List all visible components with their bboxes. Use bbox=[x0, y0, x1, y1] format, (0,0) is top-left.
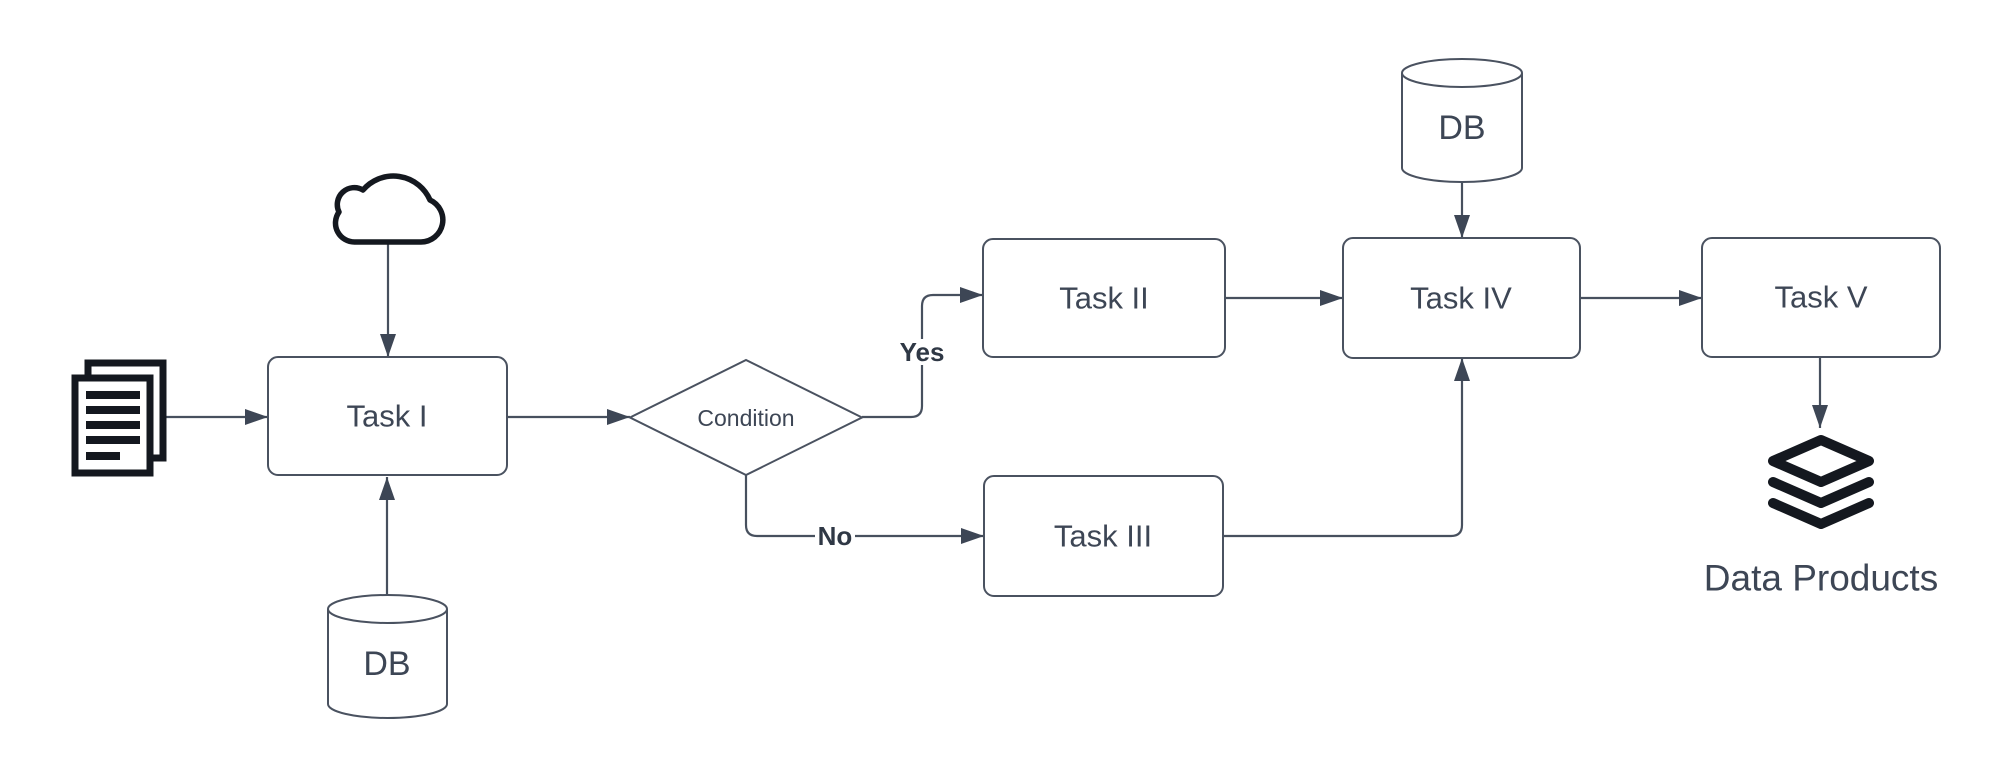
edge-label-yes: Yes bbox=[899, 337, 945, 367]
node-task-iv-box bbox=[1342, 237, 1581, 359]
node-task-iv-label: Task IV bbox=[1410, 281, 1512, 316]
db-input-label: DB bbox=[363, 645, 410, 683]
node-condition-label: Condition bbox=[697, 405, 794, 431]
node-task-iii: Task III bbox=[983, 475, 1224, 597]
node-task-iii-label: Task III bbox=[1054, 519, 1152, 554]
connector-task3-to-task4 bbox=[1223, 358, 1470, 538]
database-cylinder-top-ellipse bbox=[327, 594, 448, 624]
documents-icon bbox=[71, 359, 167, 477]
layers-icon bbox=[1768, 435, 1874, 529]
database-cylinder-icon bbox=[1401, 73, 1523, 183]
database-cylinder-top-ellipse bbox=[1401, 58, 1523, 88]
node-task-v-label: Task V bbox=[1774, 280, 1867, 315]
node-task-i: Task I bbox=[267, 356, 508, 476]
edge-label-no-bg bbox=[815, 523, 855, 549]
data-products-node: Data Products bbox=[1704, 435, 1938, 599]
db-top-node: DB bbox=[1401, 58, 1523, 183]
db-input-node: DB bbox=[327, 594, 448, 719]
data-products-label: Data Products bbox=[1704, 558, 1938, 599]
edge-label-yes-bg bbox=[899, 339, 945, 365]
connector-condition-no-to-task3 bbox=[744, 475, 984, 544]
node-task-v-box bbox=[1701, 237, 1941, 358]
node-condition-diamond bbox=[627, 358, 865, 477]
node-task-ii-label: Task II bbox=[1059, 281, 1149, 316]
edge-label-no-text: No bbox=[818, 521, 853, 551]
node-task-ii: Task II bbox=[982, 238, 1226, 358]
edge-label-no: No bbox=[815, 521, 855, 551]
db-top-label: DB bbox=[1438, 109, 1485, 147]
node-task-iii-box bbox=[983, 475, 1224, 597]
node-task-i-box bbox=[267, 356, 508, 476]
node-task-iv: Task IV bbox=[1342, 237, 1581, 359]
node-task-v: Task V bbox=[1701, 237, 1941, 358]
node-task-i-label: Task I bbox=[347, 399, 428, 434]
edge-label-yes-text: Yes bbox=[900, 337, 945, 367]
node-task-ii-box bbox=[982, 238, 1226, 358]
cloud-icon bbox=[332, 173, 446, 245]
node-condition: Condition bbox=[627, 358, 865, 477]
documents-text-lines bbox=[86, 391, 140, 460]
database-cylinder-icon bbox=[327, 609, 448, 719]
